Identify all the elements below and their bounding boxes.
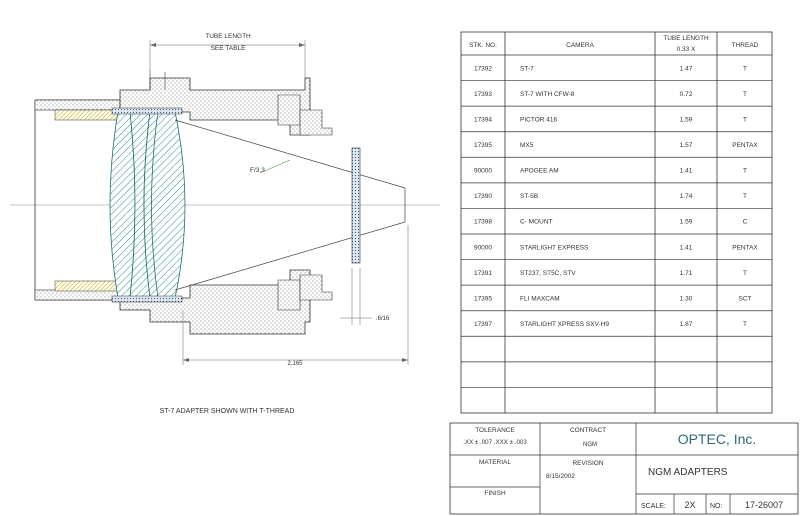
revision-value: 8/15/2002	[546, 473, 575, 480]
cell-thread: PENTAX	[732, 142, 758, 149]
cell-thread: SCT	[739, 295, 752, 302]
cell-tube-length: 1.87	[680, 321, 693, 328]
table-row: 17395 FLI MAXCAM 1.30 SCT	[461, 295, 772, 312]
tolerance-label: TOLERANCE	[475, 427, 515, 434]
cell-stk: 90000	[474, 168, 492, 175]
cell-thread: T	[743, 91, 747, 98]
camera-tube	[34, 99, 121, 301]
table-row: 17394 PICTOR 416 1.59 T	[461, 116, 772, 133]
overall-length-dimension: 2.165	[182, 225, 409, 367]
cell-camera: FLI MAXCAM	[520, 295, 560, 302]
lens-element-1	[109, 111, 136, 299]
tube-length-dimension: TUBE LENGTH SEE TABLE	[149, 33, 306, 78]
overall-length-label: 2.165	[287, 361, 303, 367]
detector-plate	[351, 147, 361, 264]
cell-camera: APOGEE AM	[520, 168, 559, 175]
cell-thread: C	[743, 219, 748, 226]
table-row: 17395 MX5 1.57 PENTAX	[461, 142, 772, 158]
table-row: 17390 ST-5B 1.74 T	[461, 193, 772, 209]
cell-stk: 17391	[474, 270, 492, 277]
adapter-body-lower	[119, 269, 333, 335]
material-label: MATERIAL	[479, 459, 511, 466]
cell-stk: 17390	[474, 193, 492, 200]
cell-thread: T	[743, 321, 747, 328]
drawing-no-label: NO:	[710, 503, 723, 510]
cell-thread: T	[743, 168, 747, 175]
cell-camera: STARLIGHT EXPRESS	[520, 244, 589, 251]
cell-stk: 17398	[474, 219, 492, 226]
table-row: 90000 APOGEE AM 1.41 T	[461, 168, 772, 184]
header-tube-length: TUBE LENGTH	[663, 35, 709, 42]
cell-thread: T	[743, 116, 747, 123]
scale-value: 2X	[684, 500, 695, 510]
adapter-body-upper	[119, 70, 333, 136]
plate-offset-label: .6/16	[376, 316, 390, 322]
cell-camera: ST-7 WITH CFW-8	[520, 91, 575, 98]
cell-tube-length: 1.59	[680, 116, 693, 123]
finish-label: FINISH	[484, 490, 506, 497]
drawing-caption: ST-7 ADAPTER SHOWN WITH T-THREAD	[160, 408, 295, 415]
adapter-cross-section: F/3.3 TUBE LENGTH SEE TABLE .6/16 2.1	[10, 33, 440, 415]
title-block: TOLERANCE .XX ± .007 .XXX ± .003 CONTRAC…	[449, 422, 799, 515]
table-row: 17393 ST-7 WITH CFW-8 0.72 T	[461, 91, 772, 107]
revision-label: REVISION	[572, 460, 603, 467]
table-row: 17391 ST237, ST5C, STV 1.71 T	[461, 270, 772, 286]
cell-camera: ST237, ST5C, STV	[520, 270, 576, 277]
thread-insert-bottom	[54, 280, 121, 292]
contract-label: CONTRACT	[570, 427, 606, 434]
table-row: 17392 ST-7 1.47 T	[461, 65, 772, 81]
cell-tube-length: 0.72	[680, 91, 693, 98]
cell-tube-length: 1.71	[680, 270, 693, 277]
cell-tube-length: 1.59	[680, 219, 693, 226]
cell-stk: 17395	[474, 295, 492, 302]
tube-length-label: TUBE LENGTH	[205, 33, 251, 40]
cell-tube-length: 1.41	[680, 244, 693, 251]
cell-stk: 17394	[474, 116, 492, 123]
focal-ratio-label: F/3.3	[250, 167, 265, 174]
cell-thread: T	[743, 65, 747, 72]
cell-camera: ST-7	[520, 65, 534, 72]
see-table-label: SEE TABLE	[211, 45, 246, 52]
cell-tube-length: 1.57	[680, 142, 693, 149]
tolerance-value: .XX ± .007 .XXX ± .003	[463, 439, 527, 446]
plate-offset-dimension: .6/16	[340, 268, 390, 325]
table-row: 90000 STARLIGHT EXPRESS 1.41 PENTAX	[461, 244, 772, 260]
cell-thread: T	[743, 270, 747, 277]
cell-stk: 17393	[474, 91, 492, 98]
cell-tube-length: 1.41	[680, 168, 693, 175]
header-thread: THREAD	[732, 42, 759, 49]
cell-thread: T	[743, 193, 747, 200]
header-tube-factor: 0.33 X	[677, 46, 696, 53]
cell-camera: PICTOR 416	[520, 116, 557, 123]
cell-stk: 17395	[474, 142, 492, 149]
lens-group	[109, 107, 186, 303]
cell-stk: 17397	[474, 321, 492, 328]
cell-camera: ST-5B	[520, 193, 538, 200]
cell-tube-length: 1.47	[680, 65, 693, 72]
cell-camera: C- MOUNT	[520, 219, 553, 226]
cell-stk: 90000	[474, 244, 492, 251]
light-cone	[174, 119, 406, 291]
parts-table: STK. NO. CAMERA TUBE LENGTH 0.33 X THREA…	[460, 31, 773, 414]
cell-camera: STARLIGHT XPRESS SXV-H9	[520, 321, 609, 328]
thread-insert-top	[54, 109, 121, 121]
drawing-title: NGM ADAPTERS	[648, 467, 728, 478]
lens-element-4	[151, 111, 186, 299]
header-camera: CAMERA	[566, 42, 594, 49]
header-stk: STK. NO.	[469, 42, 497, 49]
contract-value: NGM	[583, 442, 597, 448]
table-row: 17398 C- MOUNT 1.59 C	[461, 219, 772, 235]
company-name: OPTEC, Inc.	[678, 431, 757, 447]
cell-stk: 17392	[474, 65, 492, 72]
cell-thread: PENTAX	[732, 244, 758, 251]
drawing-no-value: 17-26007	[745, 500, 783, 510]
scale-label: SCALE:	[641, 503, 666, 510]
cell-tube-length: 1.74	[680, 193, 693, 200]
cell-tube-length: 1.30	[680, 295, 693, 302]
cell-camera: MX5	[520, 142, 534, 149]
table-row: 17397 STARLIGHT XPRESS SXV-H9 1.87 T	[461, 321, 772, 337]
